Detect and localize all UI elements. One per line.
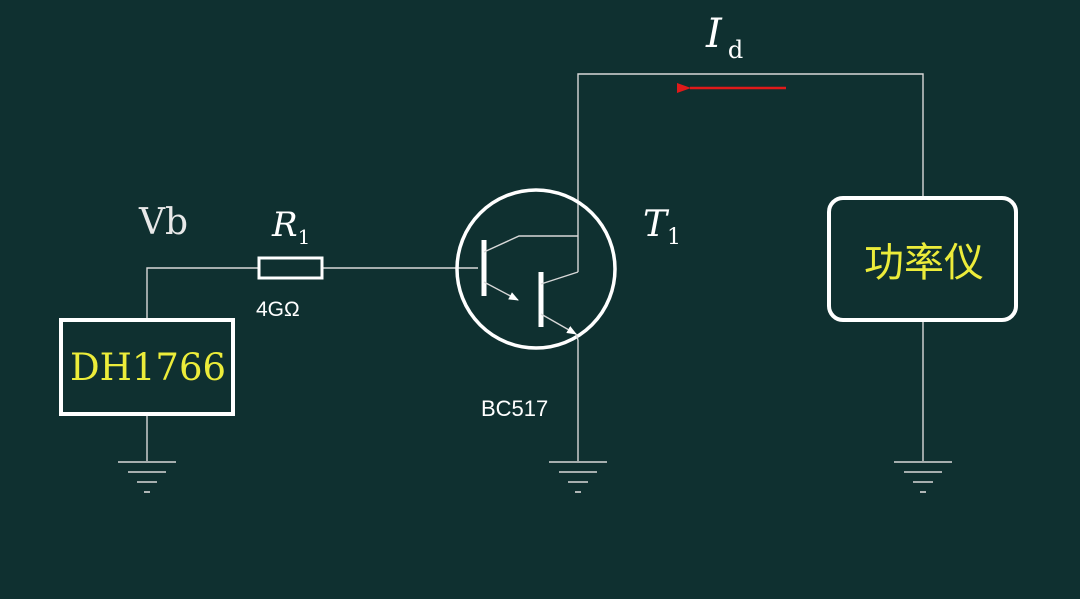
- wires: [146, 73, 924, 461]
- r1-label: R1: [271, 205, 310, 249]
- meter-box: [827, 196, 1018, 322]
- ground-icon: [894, 461, 952, 493]
- ground-icon: [549, 461, 607, 493]
- source-box: [59, 318, 235, 416]
- id-letter: I: [705, 11, 723, 57]
- r1-subscript: 1: [298, 225, 311, 249]
- transistor-model-label: BC517: [481, 396, 548, 421]
- t1-label: T1: [643, 204, 681, 250]
- resistor-icon: [257, 256, 324, 280]
- id-subscript: d: [728, 36, 743, 64]
- t1-letter: T: [643, 204, 670, 245]
- r1-letter: R: [271, 205, 298, 245]
- wire-source-to-resistor: [146, 267, 259, 320]
- meter-box-label: 功率仪: [864, 241, 984, 285]
- transistor-icon: [455, 188, 617, 350]
- t1-subscript: 1: [667, 225, 681, 250]
- ground-icon: [118, 461, 176, 493]
- source-box-label: DH1766: [70, 346, 226, 389]
- r1-value-label: 4GΩ: [256, 298, 300, 321]
- vb-label: Vb: [138, 202, 188, 243]
- wire-collector-loop: [577, 73, 924, 272]
